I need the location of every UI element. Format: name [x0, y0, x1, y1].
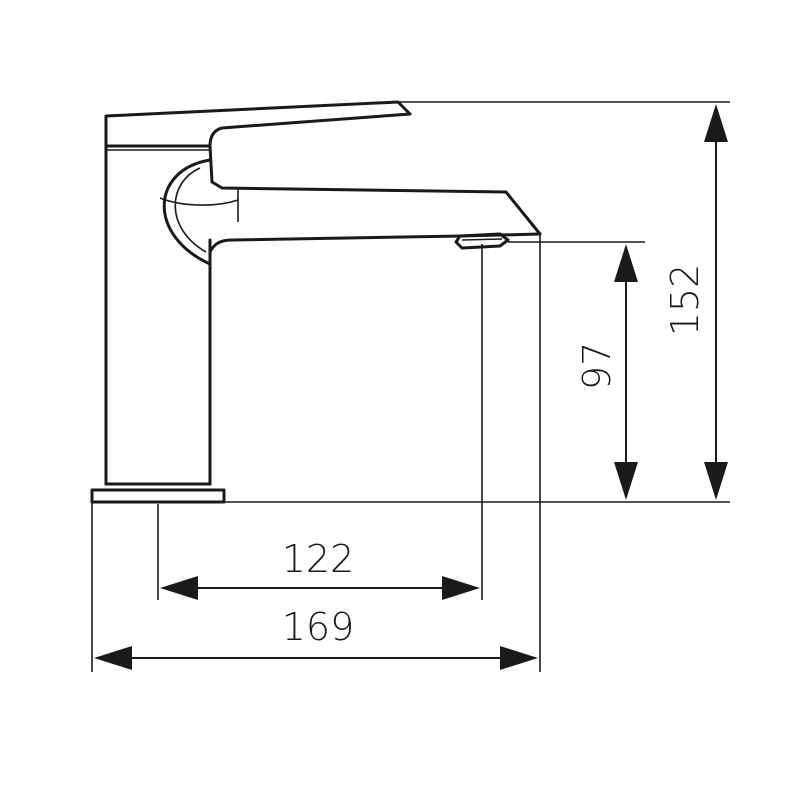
dimension-label-total-length: 169	[282, 605, 355, 649]
dimension-169: 169	[94, 605, 538, 670]
cartridge-cover	[159, 158, 239, 266]
arrow-left-icon	[94, 646, 132, 670]
faucet-base	[90, 488, 226, 504]
arrow-up-icon	[704, 104, 728, 142]
arrow-down-icon	[704, 462, 728, 500]
arrow-down-icon	[614, 462, 638, 500]
dimension-122: 122	[160, 537, 480, 600]
arrow-right-icon	[442, 576, 480, 600]
arrow-left-icon	[160, 576, 198, 600]
extension-lines	[91, 101, 730, 672]
arrow-right-icon	[500, 646, 538, 670]
arrow-up-icon	[614, 244, 638, 282]
dimension-label-spout-reach: 122	[282, 537, 355, 581]
faucet-body	[104, 146, 212, 486]
dimension-label-spout-height: 97	[575, 342, 619, 390]
dimension-97: 97	[575, 244, 638, 500]
dimension-152: 152	[663, 104, 728, 500]
aerator	[454, 232, 510, 250]
spout	[208, 232, 542, 254]
dimension-label-total-height: 152	[663, 264, 707, 337]
lever-handle	[104, 100, 542, 236]
